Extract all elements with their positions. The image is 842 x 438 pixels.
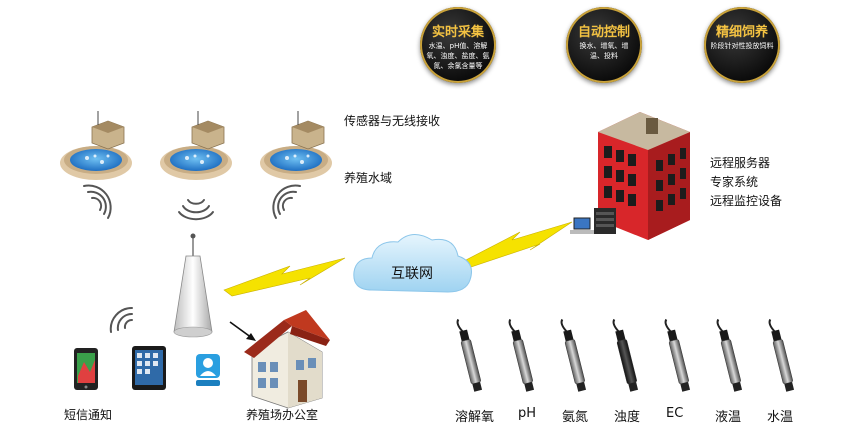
probe-2-icon: [508, 318, 535, 392]
badge-desc: 阶段针对性投放饲料: [710, 42, 774, 50]
probe-label: 液温: [715, 410, 742, 425]
sensor-pool-1: [60, 111, 132, 180]
probe-7-icon: [768, 318, 795, 392]
server-rack-icon: [570, 208, 616, 234]
probe-5-icon: [664, 318, 691, 392]
probe-group: [456, 318, 795, 392]
office-label: 养殖场办公室: [246, 408, 319, 422]
antenna-tower-icon: [173, 233, 213, 338]
internet-label: 互联网: [391, 266, 433, 282]
badge-realtime-collection: 实时采集 水温、pH值、溶解氧、浊度、盐度、氨氮、余氯含量等: [420, 7, 496, 83]
sensor-wireless-label: 传感器与无线接收: [344, 114, 441, 128]
server-building-icon: [598, 112, 690, 240]
probe-1-icon: [456, 318, 483, 392]
sensor-pool-2: [160, 111, 232, 180]
badge-title: 实时采集: [431, 25, 484, 40]
sms-notice-label: 短信通知: [64, 408, 113, 422]
wifi-signal-icon: [109, 306, 133, 333]
smartphone-icon: [74, 348, 98, 390]
tablet-icon: [132, 346, 166, 390]
badge-auto-control: 自动控制 换水、增氧、增温、投料: [566, 7, 642, 83]
lightning-link-icon: [223, 221, 573, 297]
badge-title: 精细饲养: [715, 25, 768, 40]
probe-label: 浊度: [614, 410, 641, 425]
breeding-water-label: 养殖水域: [344, 171, 393, 185]
remote-monitor-label: 远程监控设备: [710, 194, 783, 208]
probe-label: 氨氮: [562, 410, 589, 425]
badge-desc: 换水、增氧、增温、投料: [579, 42, 629, 60]
probe-label: 水温: [767, 410, 794, 425]
qq-messenger-icon: [196, 354, 220, 386]
expert-system-label: 专家系统: [710, 175, 759, 189]
internet-cloud-icon: [353, 234, 472, 293]
badge-fine-feeding: 精细饲养 阶段针对性投放饲料: [704, 7, 780, 83]
office-house-icon: [244, 310, 330, 409]
probe-3-icon: [560, 318, 587, 392]
probe-6-icon: [716, 318, 743, 392]
remote-server-label: 远程服务器: [710, 156, 771, 170]
badge-desc: 水温、pH值、溶解氧、浊度、盐度、氨氮、余氯含量等: [426, 42, 490, 70]
arrow-icon: [229, 321, 256, 341]
badge-title: 自动控制: [577, 25, 630, 40]
wifi-signal-icon: [83, 184, 301, 221]
probe-4-icon: [612, 318, 639, 392]
probe-label: 溶解氧: [455, 410, 495, 425]
probe-label: pH: [518, 406, 537, 421]
sensor-pool-3: [260, 111, 332, 180]
probe-label: EC: [666, 406, 684, 421]
